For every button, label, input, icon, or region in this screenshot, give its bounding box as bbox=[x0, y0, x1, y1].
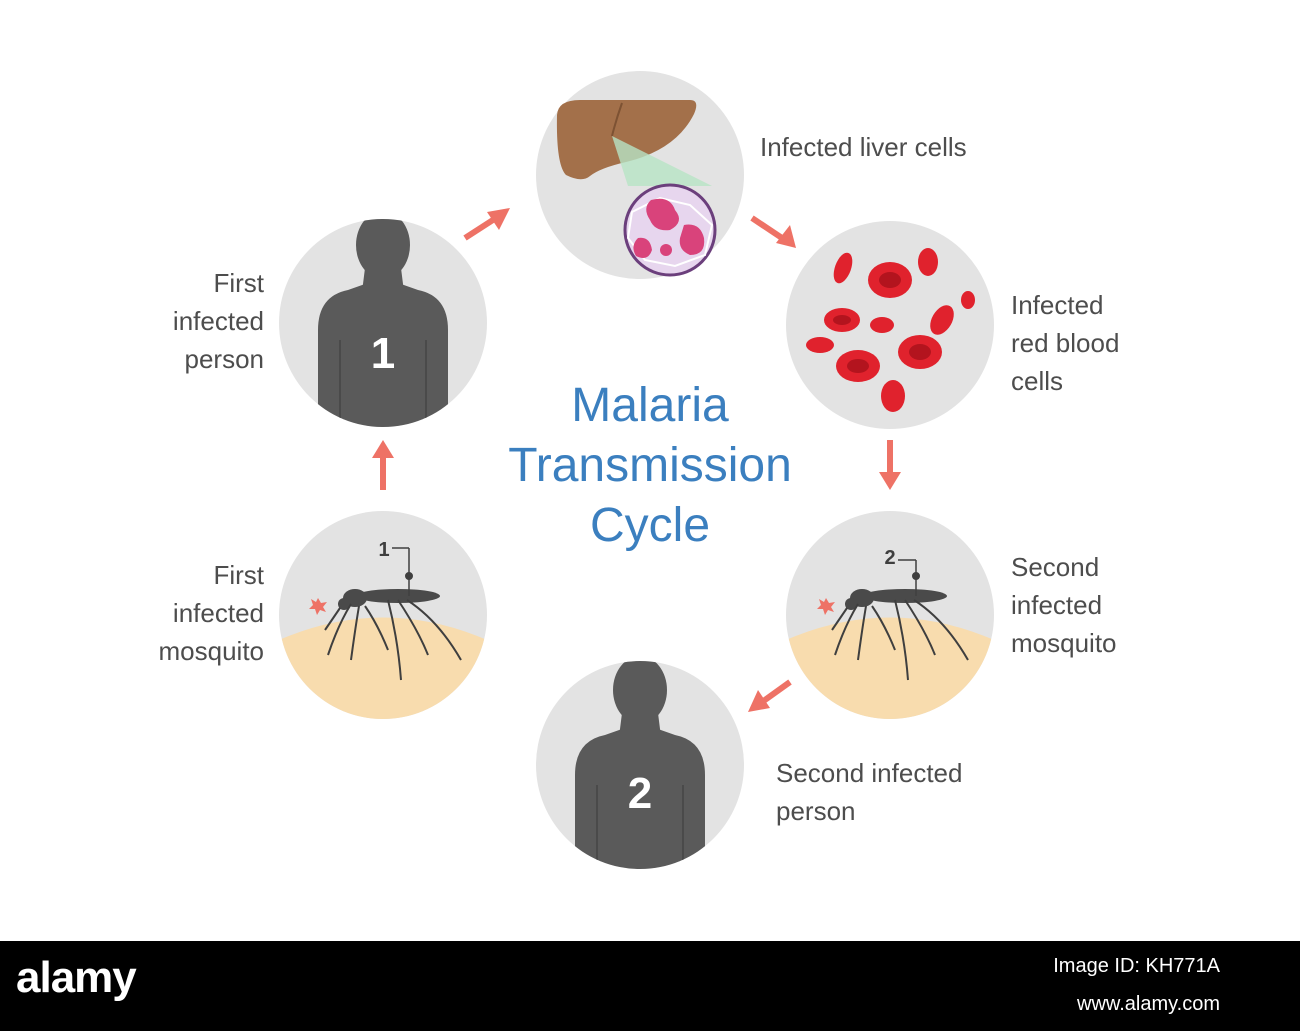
mosquito-number-1: 1 bbox=[378, 539, 389, 561]
title-line-1: Malaria bbox=[571, 379, 729, 432]
infected-red-blood-cells-label: Infected red blood cells bbox=[1011, 290, 1120, 396]
title-line-2: Transmission bbox=[508, 439, 792, 492]
bite-star-icon bbox=[817, 598, 835, 615]
first-infected-person-node: 1 bbox=[279, 219, 487, 427]
site-url-text: www.alamy.com bbox=[1077, 993, 1220, 1015]
liver-icon bbox=[556, 100, 697, 180]
arrow-mosquito1-to-person1 bbox=[372, 440, 394, 490]
image-id-text: Image ID: KH771A bbox=[1053, 955, 1220, 977]
brand-logo: alamy bbox=[16, 953, 137, 1002]
infected-cell-icon bbox=[623, 183, 717, 277]
mosquito-icon bbox=[324, 547, 462, 681]
second-infected-mosquito-label: Second infected mosquito bbox=[1011, 552, 1117, 658]
person-silhouette-icon bbox=[318, 219, 448, 427]
second-infected-person-label: Second infected person bbox=[776, 758, 963, 826]
title-line-3: Cycle bbox=[589, 499, 711, 552]
person-number-2: 2 bbox=[628, 769, 652, 818]
arrow-mosquito2-to-person2 bbox=[748, 679, 792, 712]
arrow-liver-to-blood bbox=[750, 215, 796, 248]
first-infected-person-label: First infected person bbox=[172, 268, 264, 374]
red-blood-cells-icon bbox=[806, 248, 975, 412]
second-mosquito-node: 2 bbox=[786, 511, 994, 719]
bite-star-icon bbox=[309, 598, 327, 615]
arrow-blood-to-mosquito2 bbox=[879, 440, 901, 490]
infected-blood-node bbox=[786, 221, 994, 429]
infected-liver-cells-label: Infected liver cells bbox=[760, 132, 967, 162]
mosquito-number-2: 2 bbox=[884, 547, 895, 569]
person-number-1: 1 bbox=[371, 329, 395, 378]
mosquito-icon bbox=[831, 559, 969, 681]
footer-bar: alamy Image ID: KH771A www.alamy.com bbox=[0, 941, 1300, 1031]
diagram-title: Malaria Transmission Cycle bbox=[450, 376, 850, 556]
arrow-person1-to-liver bbox=[463, 208, 510, 241]
malaria-cycle-diagram: 1 bbox=[279, 71, 994, 869]
second-infected-person-node: 2 bbox=[536, 661, 744, 869]
first-infected-mosquito-label: First infected mosquito bbox=[158, 560, 265, 666]
infected-liver-node bbox=[536, 71, 744, 279]
first-mosquito-node: 1 bbox=[279, 511, 487, 719]
